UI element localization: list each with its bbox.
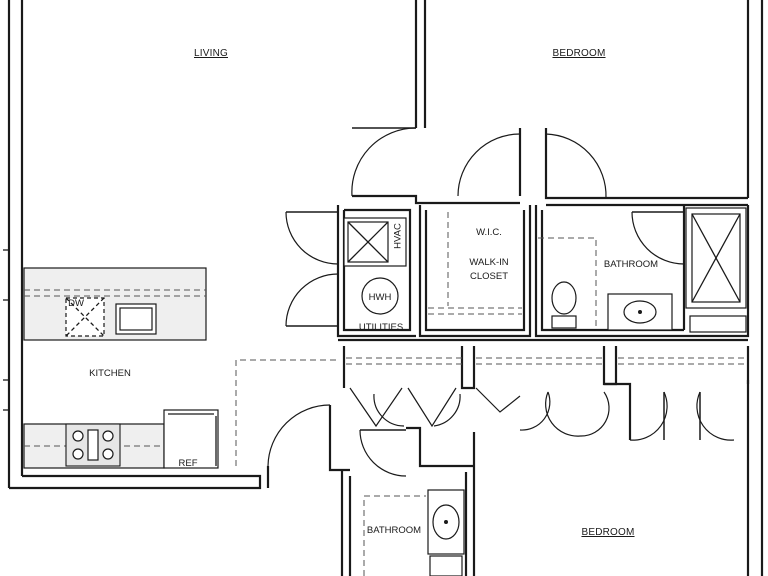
shower-bench	[689, 315, 747, 333]
door-swing	[545, 391, 581, 437]
kitchen-sink-basin	[119, 307, 153, 331]
door-swing	[285, 273, 339, 327]
toilet-tank	[551, 315, 577, 329]
room-label-kitchen: KITCHEN	[89, 368, 131, 379]
bathroom-bottom-fixtures	[427, 489, 465, 576]
doors	[267, 127, 735, 477]
door-swing	[579, 391, 610, 437]
burner-icon	[102, 430, 114, 442]
closet-divider-1	[460, 346, 476, 390]
room-label-walk-in: WALK-IN	[469, 257, 508, 268]
door-swing	[285, 211, 339, 265]
room-label-bedroom-top: BEDROOM	[552, 48, 605, 59]
room-label-closet: CLOSET	[470, 271, 508, 282]
kitchen-island	[23, 267, 207, 341]
door-swing	[267, 404, 331, 467]
door-swing	[457, 133, 521, 197]
bath-right-walls	[534, 205, 750, 338]
room-label-bathroom-bottom: BATHROOM	[367, 525, 421, 536]
core-top-wall	[352, 194, 520, 205]
room-label-wic: W.I.C.	[476, 227, 502, 238]
door-swing	[519, 391, 551, 431]
room-label-bedroom-bottom: BEDROOM	[581, 527, 634, 538]
utility-inner-wall	[342, 208, 412, 332]
floor-transition-line	[235, 359, 338, 466]
bath-bottom-top-wall	[406, 426, 474, 468]
bath-bottom-left-wall	[328, 405, 350, 472]
bifold-door	[349, 387, 403, 428]
sink-drain	[638, 310, 642, 314]
room-label-living: LIVING	[194, 48, 228, 59]
burner-icon	[72, 430, 84, 442]
dishwasher-cross	[65, 297, 105, 337]
closet-divider-2	[602, 346, 618, 386]
bedroom-closet-wall	[604, 382, 632, 440]
bathroom-right-fixtures	[551, 207, 747, 333]
dishwasher-cross	[65, 297, 105, 337]
hvac-cross	[347, 221, 389, 263]
closet-shelves	[235, 212, 746, 576]
sink-drain	[444, 520, 448, 524]
hvac-label: HVAC	[393, 223, 404, 249]
refrigerator	[163, 409, 219, 469]
wic-walls	[418, 205, 532, 338]
utility-fixtures	[343, 217, 407, 315]
bedroom-bottom-wall	[544, 128, 748, 200]
wic-inner-walls	[424, 210, 526, 332]
door-swing	[359, 429, 407, 477]
bifold-door	[475, 387, 521, 413]
kitchen-fixtures	[23, 267, 219, 469]
bifold-door	[407, 387, 457, 428]
burner-icon	[72, 448, 84, 460]
door-swing	[373, 393, 405, 427]
door-swing	[351, 127, 417, 197]
toilet-partial	[429, 555, 463, 576]
door-swing	[696, 391, 735, 441]
shower-cross	[691, 213, 741, 303]
door-swing	[433, 393, 461, 427]
utility-left-wall	[336, 205, 416, 338]
room-label-bathroom-right: BATHROOM	[604, 259, 658, 270]
burner-icon	[102, 448, 114, 460]
door-swing	[631, 211, 685, 265]
water-heater	[361, 277, 399, 315]
toilet-bowl	[551, 281, 577, 315]
refrigerator-label: REF	[179, 458, 198, 469]
kitchen-bottom-wall	[9, 474, 262, 490]
door-swing	[629, 391, 668, 441]
vanity-outline	[363, 495, 426, 576]
range-controls	[87, 429, 99, 461]
labels: LIVING BEDROOM KITCHEN W.I.C. WALK-IN CL…	[68, 48, 658, 538]
door-swing	[545, 133, 607, 199]
room-label-utilities: UTILITIES	[359, 322, 403, 333]
water-heater-label: HWH	[369, 292, 392, 303]
dishwasher-label: DW	[68, 298, 84, 309]
